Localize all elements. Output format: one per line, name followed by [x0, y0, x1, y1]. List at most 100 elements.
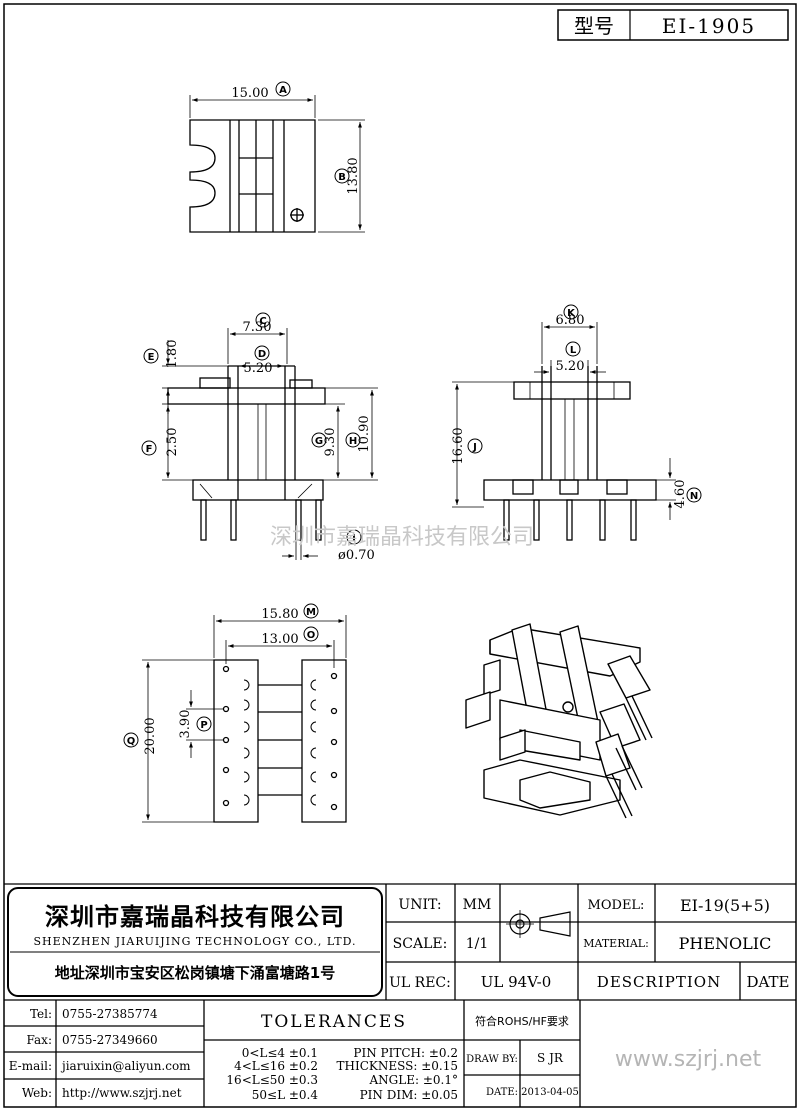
- company-name-cn: 深圳市嘉瑞晶科技有限公司: [45, 903, 345, 931]
- tag-j-bubble: [467, 438, 483, 454]
- tag-g-bubble: [311, 432, 327, 448]
- tag-d: D: [258, 349, 266, 360]
- date-label: DATE:: [486, 1087, 518, 1098]
- tag-k-bubble: [563, 304, 579, 320]
- tag-q: Q: [127, 736, 136, 747]
- bottom-view: [142, 615, 347, 823]
- tel-value: 0755-27385774: [62, 1007, 158, 1021]
- dim-l-value: 5.20: [556, 359, 585, 374]
- tag-l-bubble: [565, 341, 581, 357]
- dim-q-value: 20.00: [143, 717, 158, 754]
- tag-a-bubble: [275, 81, 291, 97]
- fax-label: Fax:: [27, 1033, 52, 1047]
- website-big[interactable]: www.szjrj.net: [615, 1047, 762, 1072]
- tag-h-bubble: [345, 432, 361, 448]
- tag-j: J: [472, 442, 477, 453]
- dim-p-value: 3.90: [178, 710, 193, 739]
- tag-k: K: [567, 308, 576, 319]
- tag-q-bubble: [123, 732, 139, 748]
- model-label: MODEL:: [588, 898, 645, 913]
- tag-b: B: [338, 172, 346, 183]
- date-header: DATE: [747, 973, 790, 991]
- tol-line-3: 16<L≤50 ±0.3: [226, 1073, 318, 1087]
- tag-f: F: [146, 444, 153, 455]
- company-name-en: SHENZHEN JIARUIJING TECHNOLOGY CO., LTD.: [33, 935, 356, 948]
- scale-value: 1/1: [466, 936, 489, 952]
- watermark: 深圳市嘉瑞晶科技有限公司: [270, 525, 534, 550]
- dim-b-value: 13.80: [346, 157, 361, 194]
- dim-j-value: 16.60: [451, 427, 466, 464]
- dim-i-value: ø0.70: [338, 548, 375, 563]
- tag-e-bubble: [143, 348, 159, 364]
- draw-by-value: S JR: [537, 1051, 564, 1065]
- dim-k-value: 6.80: [556, 313, 585, 328]
- description-header: DESCRIPTION: [597, 973, 721, 991]
- tag-c-bubble: [255, 312, 271, 328]
- dim-e-value: 1.80: [165, 340, 180, 369]
- pin-line-1: PIN PITCH: ±0.2: [353, 1046, 458, 1060]
- tolerances-title: TOLERANCES: [261, 1012, 407, 1032]
- tag-i-bubble: [346, 529, 362, 545]
- tag-p-bubble: [196, 716, 212, 732]
- company-box: [7, 887, 383, 997]
- rohs-note: 符合ROHS/HF要求: [475, 1014, 569, 1028]
- email-value[interactable]: jiaruixin@aliyun.com: [60, 1059, 191, 1073]
- tag-m: M: [306, 607, 316, 618]
- web-value[interactable]: http://www.szjrj.net: [62, 1086, 182, 1100]
- tag-a: A: [279, 85, 287, 96]
- front-view: [162, 328, 378, 560]
- top-view: [189, 95, 365, 233]
- tag-o-bubble: [303, 626, 319, 642]
- projection-symbol-icon: [506, 910, 571, 938]
- date-value: 2013-04-05: [521, 1087, 579, 1098]
- tag-d-bubble: [254, 345, 270, 361]
- tag-m-bubble: [303, 603, 319, 619]
- model-box-value: EI-1905: [662, 14, 756, 38]
- tel-label: Tel:: [30, 1007, 52, 1021]
- side-view: [452, 322, 676, 541]
- dim-m-value: 15.80: [261, 607, 298, 622]
- dim-n-value: 4.60: [673, 480, 688, 509]
- tol-line-4: 50≤L ±0.4: [252, 1088, 319, 1102]
- tag-h: H: [349, 436, 357, 447]
- tag-f-bubble: [141, 440, 157, 456]
- dim-o-value: 13.00: [261, 632, 298, 647]
- unit-label: UNIT:: [398, 897, 441, 913]
- email-label: E-mail:: [9, 1059, 52, 1073]
- dim-c-value: 7.30: [243, 320, 272, 335]
- tag-n-bubble: [686, 487, 702, 503]
- web-label: Web:: [22, 1086, 52, 1100]
- dim-f-value: 2.50: [165, 428, 180, 457]
- tag-c: C: [259, 316, 266, 327]
- tag-g: G: [315, 436, 323, 447]
- isometric-view: [465, 623, 653, 819]
- title-block-lines: [4, 883, 796, 1107]
- ul-rec-label: UL REC:: [389, 975, 451, 991]
- fax-value: 0755-27349660: [62, 1033, 158, 1047]
- tag-o: O: [307, 630, 316, 641]
- draw-by-label: DRAW BY:: [466, 1054, 518, 1065]
- dim-a-value: 15.00: [231, 86, 268, 101]
- tag-e: E: [148, 352, 155, 363]
- scale-label: SCALE:: [393, 936, 448, 952]
- tol-line-2: 4<L≤16 ±0.2: [234, 1059, 318, 1073]
- unit-value: MM: [463, 897, 492, 913]
- material-label: MATERIAL:: [583, 937, 649, 950]
- pin-line-2: THICKNESS: ±0.15: [337, 1059, 458, 1073]
- material-value: PHENOLIC: [679, 934, 772, 953]
- dim-g-value: 9.30: [323, 428, 338, 457]
- company-address: 地址深圳市宝安区松岗镇塘下涌富塘路1号: [55, 964, 335, 982]
- ul-rec-value: UL 94V-0: [481, 973, 552, 991]
- dim-d-value: 5.20: [244, 361, 273, 376]
- tag-l: L: [570, 345, 577, 356]
- tag-n: N: [690, 491, 698, 502]
- pin-line-3: ANGLE: ±0.1°: [369, 1073, 458, 1087]
- tag-i: I: [352, 533, 356, 544]
- model-value: EI-19(5+5): [680, 896, 770, 915]
- dim-h-value: 10.90: [357, 415, 372, 452]
- model-box-label: 型号: [574, 14, 614, 38]
- sheet-border: [3, 3, 797, 1108]
- tag-p: P: [200, 720, 207, 731]
- pin-line-4: PIN DIM: ±0.05: [360, 1088, 458, 1102]
